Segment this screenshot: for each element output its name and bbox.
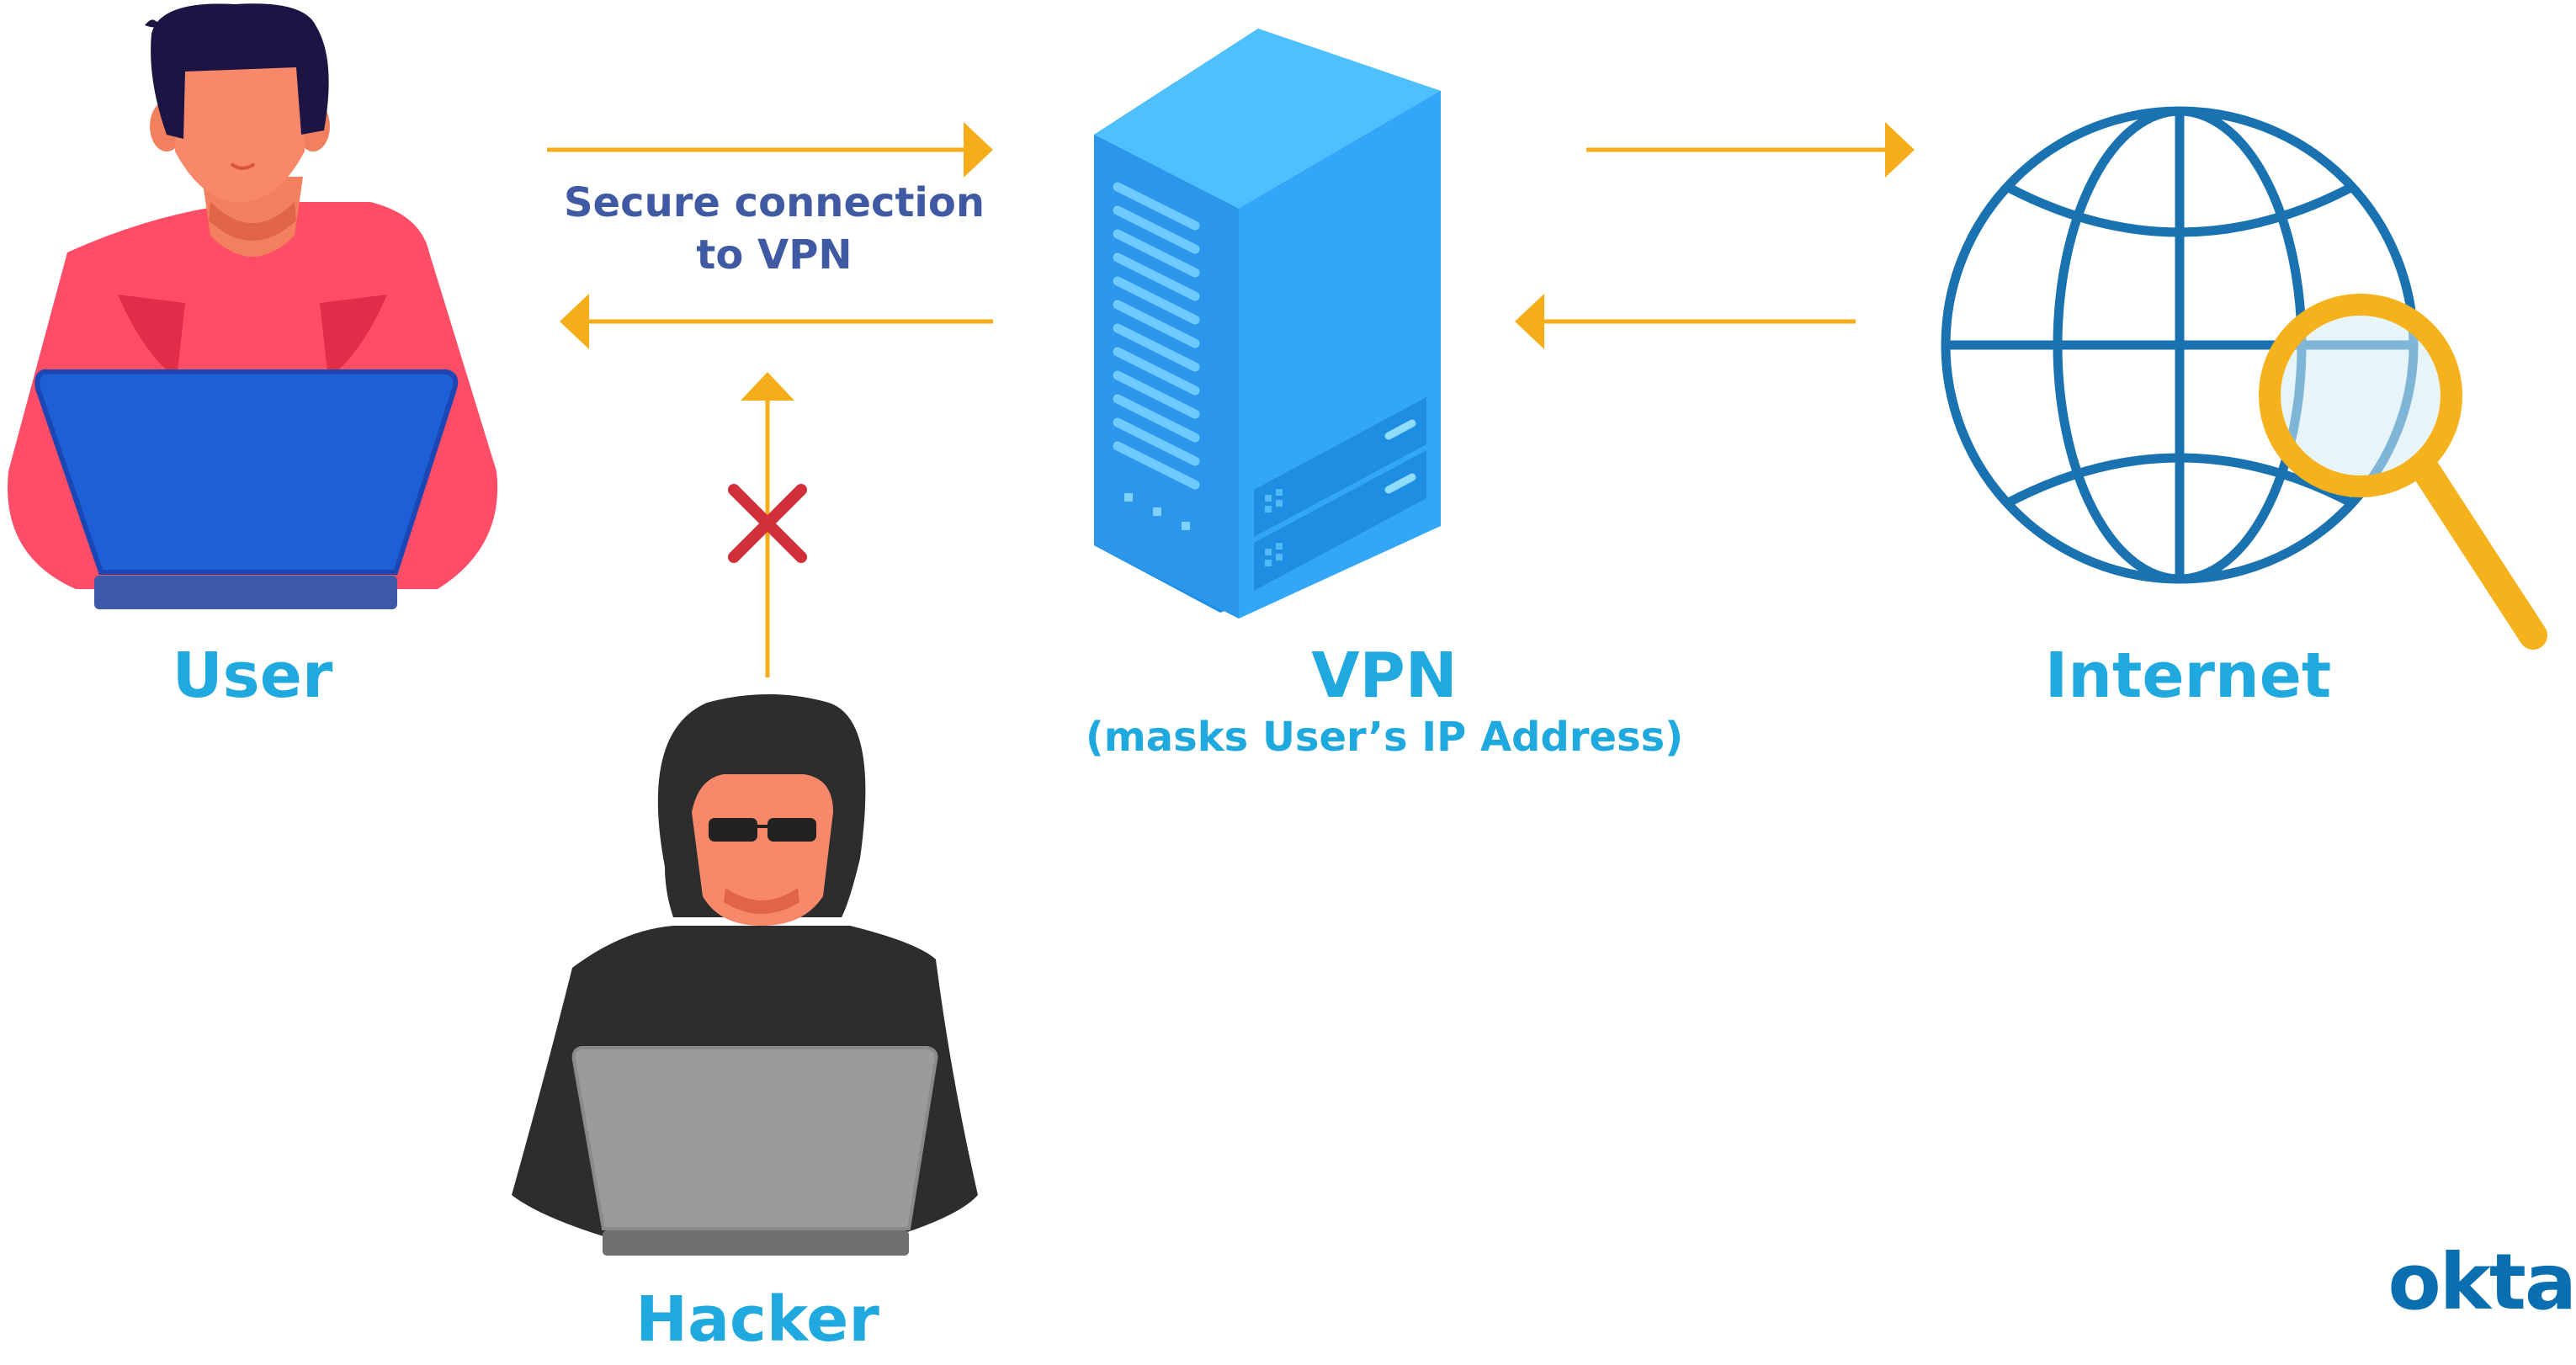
vpn-label: VPN [1311,640,1458,712]
arrowhead-right [964,122,993,178]
vpn-server-icon [1094,29,1441,619]
arrowhead-right [1885,122,1915,178]
blocked-x-icon [728,484,807,563]
arrowhead-up [741,372,794,401]
magnifier-icon [2259,294,2547,650]
server-drive-bays [1254,397,1426,591]
server-front-dots [1124,493,1190,530]
arrowhead-left [1515,294,1544,349]
vpn-note: (masks User’s IP Address) [1085,714,1684,761]
server-vent-lines [1113,182,1200,490]
secure-connection-label: Secure connection to VPN [563,179,985,279]
arrowhead-left [560,294,589,349]
user-laptop-icon [35,369,459,609]
hacker-label: Hacker [635,1283,879,1356]
user-label: User [172,640,333,712]
connection-arrows [547,122,1915,677]
hacker-laptop-icon [571,1046,938,1256]
internet-label: Internet [2044,640,2332,712]
okta-logo: okta [2387,1237,2576,1327]
